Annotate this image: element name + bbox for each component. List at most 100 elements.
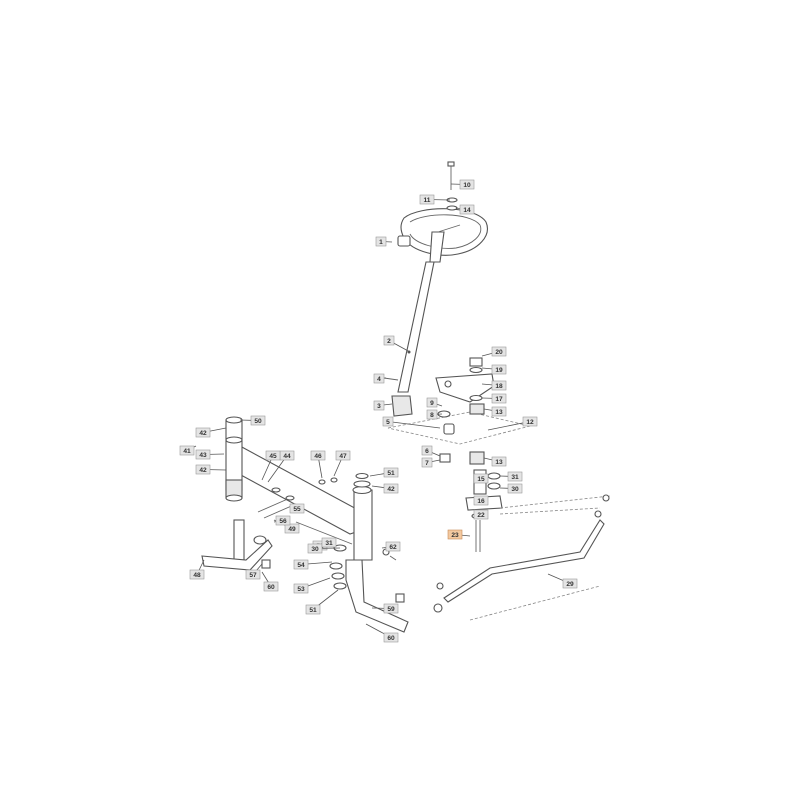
part-label-6[interactable]: 6 (425, 448, 429, 455)
part-label-1[interactable]: 1 (379, 239, 383, 246)
leader-line-5 (387, 421, 441, 429)
steering-plate-drawing (387, 411, 531, 445)
part-label-box-31 (321, 537, 337, 548)
part-label-box-22 (473, 509, 489, 520)
part-label-42[interactable]: 42 (199, 467, 207, 474)
part-label-44[interactable]: 44 (283, 453, 291, 460)
small-parts-center-drawing (437, 410, 485, 465)
part-label-box-17 (491, 393, 507, 404)
part-label-42[interactable]: 42 (387, 486, 395, 493)
part-label-box-30 (507, 483, 523, 494)
part-label-13[interactable]: 13 (495, 409, 503, 416)
part-label-box-51 (383, 467, 399, 478)
part-label-53[interactable]: 53 (297, 586, 305, 593)
part-label-9[interactable]: 9 (430, 400, 434, 407)
part-label-box-50 (250, 415, 266, 426)
part-label-8[interactable]: 8 (430, 412, 434, 419)
axle-beam-drawing (225, 416, 373, 561)
part-label-48[interactable]: 48 (193, 572, 201, 579)
part-label-56[interactable]: 56 (279, 518, 287, 525)
part-label-box-31 (507, 471, 523, 482)
part-label-box-13 (491, 456, 507, 467)
part-label-box-51 (305, 604, 321, 615)
part-label-box-29 (562, 578, 578, 589)
part-label-13[interactable]: 13 (495, 459, 503, 466)
part-label-55[interactable]: 55 (293, 506, 301, 513)
part-label-60[interactable]: 60 (387, 635, 395, 642)
part-label-31[interactable]: 31 (325, 540, 333, 547)
part-label-62[interactable]: 62 (389, 544, 397, 551)
part-label-box-11 (419, 194, 435, 205)
part-label-box-4 (373, 373, 385, 384)
part-label-box-42 (195, 464, 211, 475)
part-label-box-43 (195, 449, 211, 460)
part-label-41[interactable]: 41 (183, 448, 191, 455)
sector-gear-drawing (435, 357, 495, 415)
part-label-46[interactable]: 46 (314, 453, 322, 460)
part-label-45[interactable]: 45 (269, 453, 277, 460)
left-spindle-drawing (201, 519, 273, 571)
part-label-box-55 (289, 503, 305, 514)
part-label-box-54 (293, 559, 309, 570)
part-label-19[interactable]: 19 (495, 367, 503, 374)
part-label-14[interactable]: 14 (463, 207, 471, 214)
part-label-29[interactable]: 29 (566, 581, 574, 588)
part-label-box-62 (385, 541, 401, 552)
part-label-12[interactable]: 12 (526, 419, 534, 426)
part-label-47[interactable]: 47 (339, 453, 347, 460)
part-label-box-60 (383, 632, 399, 643)
part-label-57[interactable]: 57 (249, 572, 257, 579)
part-label-16[interactable]: 16 (477, 498, 485, 505)
part-label-3[interactable]: 3 (377, 403, 381, 410)
part-label-5[interactable]: 5 (386, 419, 390, 426)
part-label-60[interactable]: 60 (267, 584, 275, 591)
part-label-11[interactable]: 11 (424, 197, 431, 204)
part-label-10[interactable]: 10 (463, 182, 471, 189)
part-label-box-5 (382, 416, 394, 427)
part-label-box-12 (522, 416, 538, 427)
part-label-box-18 (491, 380, 507, 391)
part-label-51[interactable]: 51 (387, 470, 395, 477)
part-label-box-45 (265, 450, 281, 461)
right-spindle-drawing (329, 544, 409, 633)
part-label-box-3 (373, 400, 385, 411)
part-label-box-30 (307, 543, 323, 554)
part-label-box-6 (421, 445, 433, 456)
part-label-23[interactable]: 23 (451, 532, 459, 539)
part-label-box-56 (275, 515, 291, 526)
part-label-4[interactable]: 4 (377, 376, 381, 383)
part-label-15[interactable]: 15 (477, 476, 485, 483)
part-label-box-19 (491, 364, 507, 375)
part-label-box-48 (189, 569, 205, 580)
part-label-box-23 (447, 529, 463, 540)
part-label-30[interactable]: 30 (511, 486, 519, 493)
part-label-box-2 (383, 335, 395, 346)
part-label-18[interactable]: 18 (495, 383, 503, 390)
part-label-2[interactable]: 2 (387, 338, 391, 345)
callouts: 1243567891011121314151617181920222329303… (179, 179, 578, 643)
part-label-box-10 (459, 179, 475, 190)
part-label-51[interactable]: 51 (309, 607, 317, 614)
part-label-box-60 (263, 581, 279, 592)
part-label-box-46 (310, 450, 326, 461)
part-label-7[interactable]: 7 (425, 460, 429, 467)
part-label-box-49 (284, 523, 300, 534)
part-label-box-42 (195, 427, 211, 438)
part-label-54[interactable]: 54 (297, 562, 305, 569)
part-label-43[interactable]: 43 (199, 452, 207, 459)
part-label-50[interactable]: 50 (254, 418, 262, 425)
part-label-20[interactable]: 20 (495, 349, 503, 356)
cap-1-drawing (397, 235, 411, 247)
part-label-22[interactable]: 22 (477, 512, 485, 519)
part-label-31[interactable]: 31 (511, 474, 519, 481)
steering-wheel-drawing (400, 208, 488, 263)
bolt-top-drawing (446, 161, 458, 211)
part-label-17[interactable]: 17 (495, 396, 503, 403)
part-label-59[interactable]: 59 (387, 606, 395, 613)
part-label-box-57 (245, 569, 261, 580)
part-label-box-16 (473, 495, 489, 506)
part-label-30[interactable]: 30 (311, 546, 319, 553)
part-label-42[interactable]: 42 (199, 430, 207, 437)
part-label-49[interactable]: 49 (288, 526, 296, 533)
